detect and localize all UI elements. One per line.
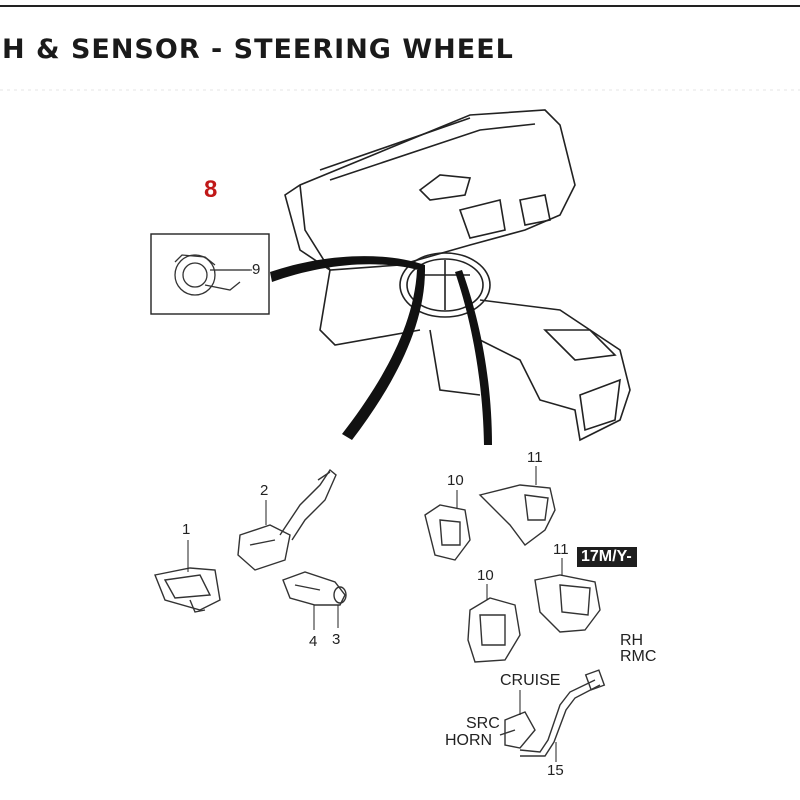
remote-switch-11-upper (478, 484, 556, 546)
lever-part-2 (237, 468, 337, 571)
callout-1: 1 (182, 521, 191, 538)
callout-15: 15 (547, 762, 564, 779)
remote-switch-10-lower (467, 597, 521, 663)
clock-spring-inset-box (150, 233, 270, 315)
switch-part-1 (154, 567, 221, 613)
label-rmc: RMC (620, 648, 657, 665)
callout-10-lower: 10 (477, 567, 494, 584)
remote-switch-10-upper (424, 504, 471, 561)
model-year-tag: 17M/Y- (577, 547, 637, 567)
callout-2: 2 (260, 482, 269, 499)
label-horn: HORN (445, 732, 493, 749)
dashboard-illustration (284, 109, 631, 442)
label-rh: RH (620, 632, 644, 649)
pointer-arrows (270, 256, 492, 445)
callout-9: 9 (252, 261, 261, 278)
callout-8: 8 (204, 176, 218, 203)
callout-4: 4 (309, 633, 318, 650)
page-title: H & SENSOR - STEERING WHEEL (2, 34, 514, 65)
lock-part-3-4 (282, 571, 347, 606)
callout-11-lower: 11 (553, 541, 569, 558)
callout-3: 3 (332, 631, 341, 648)
label-src: SRC (466, 715, 500, 732)
clock-spring-part-8 (174, 254, 250, 296)
callout-10-upper: 10 (447, 472, 464, 489)
remote-switch-11-lower (534, 574, 601, 633)
label-cruise: CRUISE (500, 672, 561, 689)
callout-11-upper: 11 (527, 449, 543, 466)
wiring-harness-15 (499, 669, 606, 757)
